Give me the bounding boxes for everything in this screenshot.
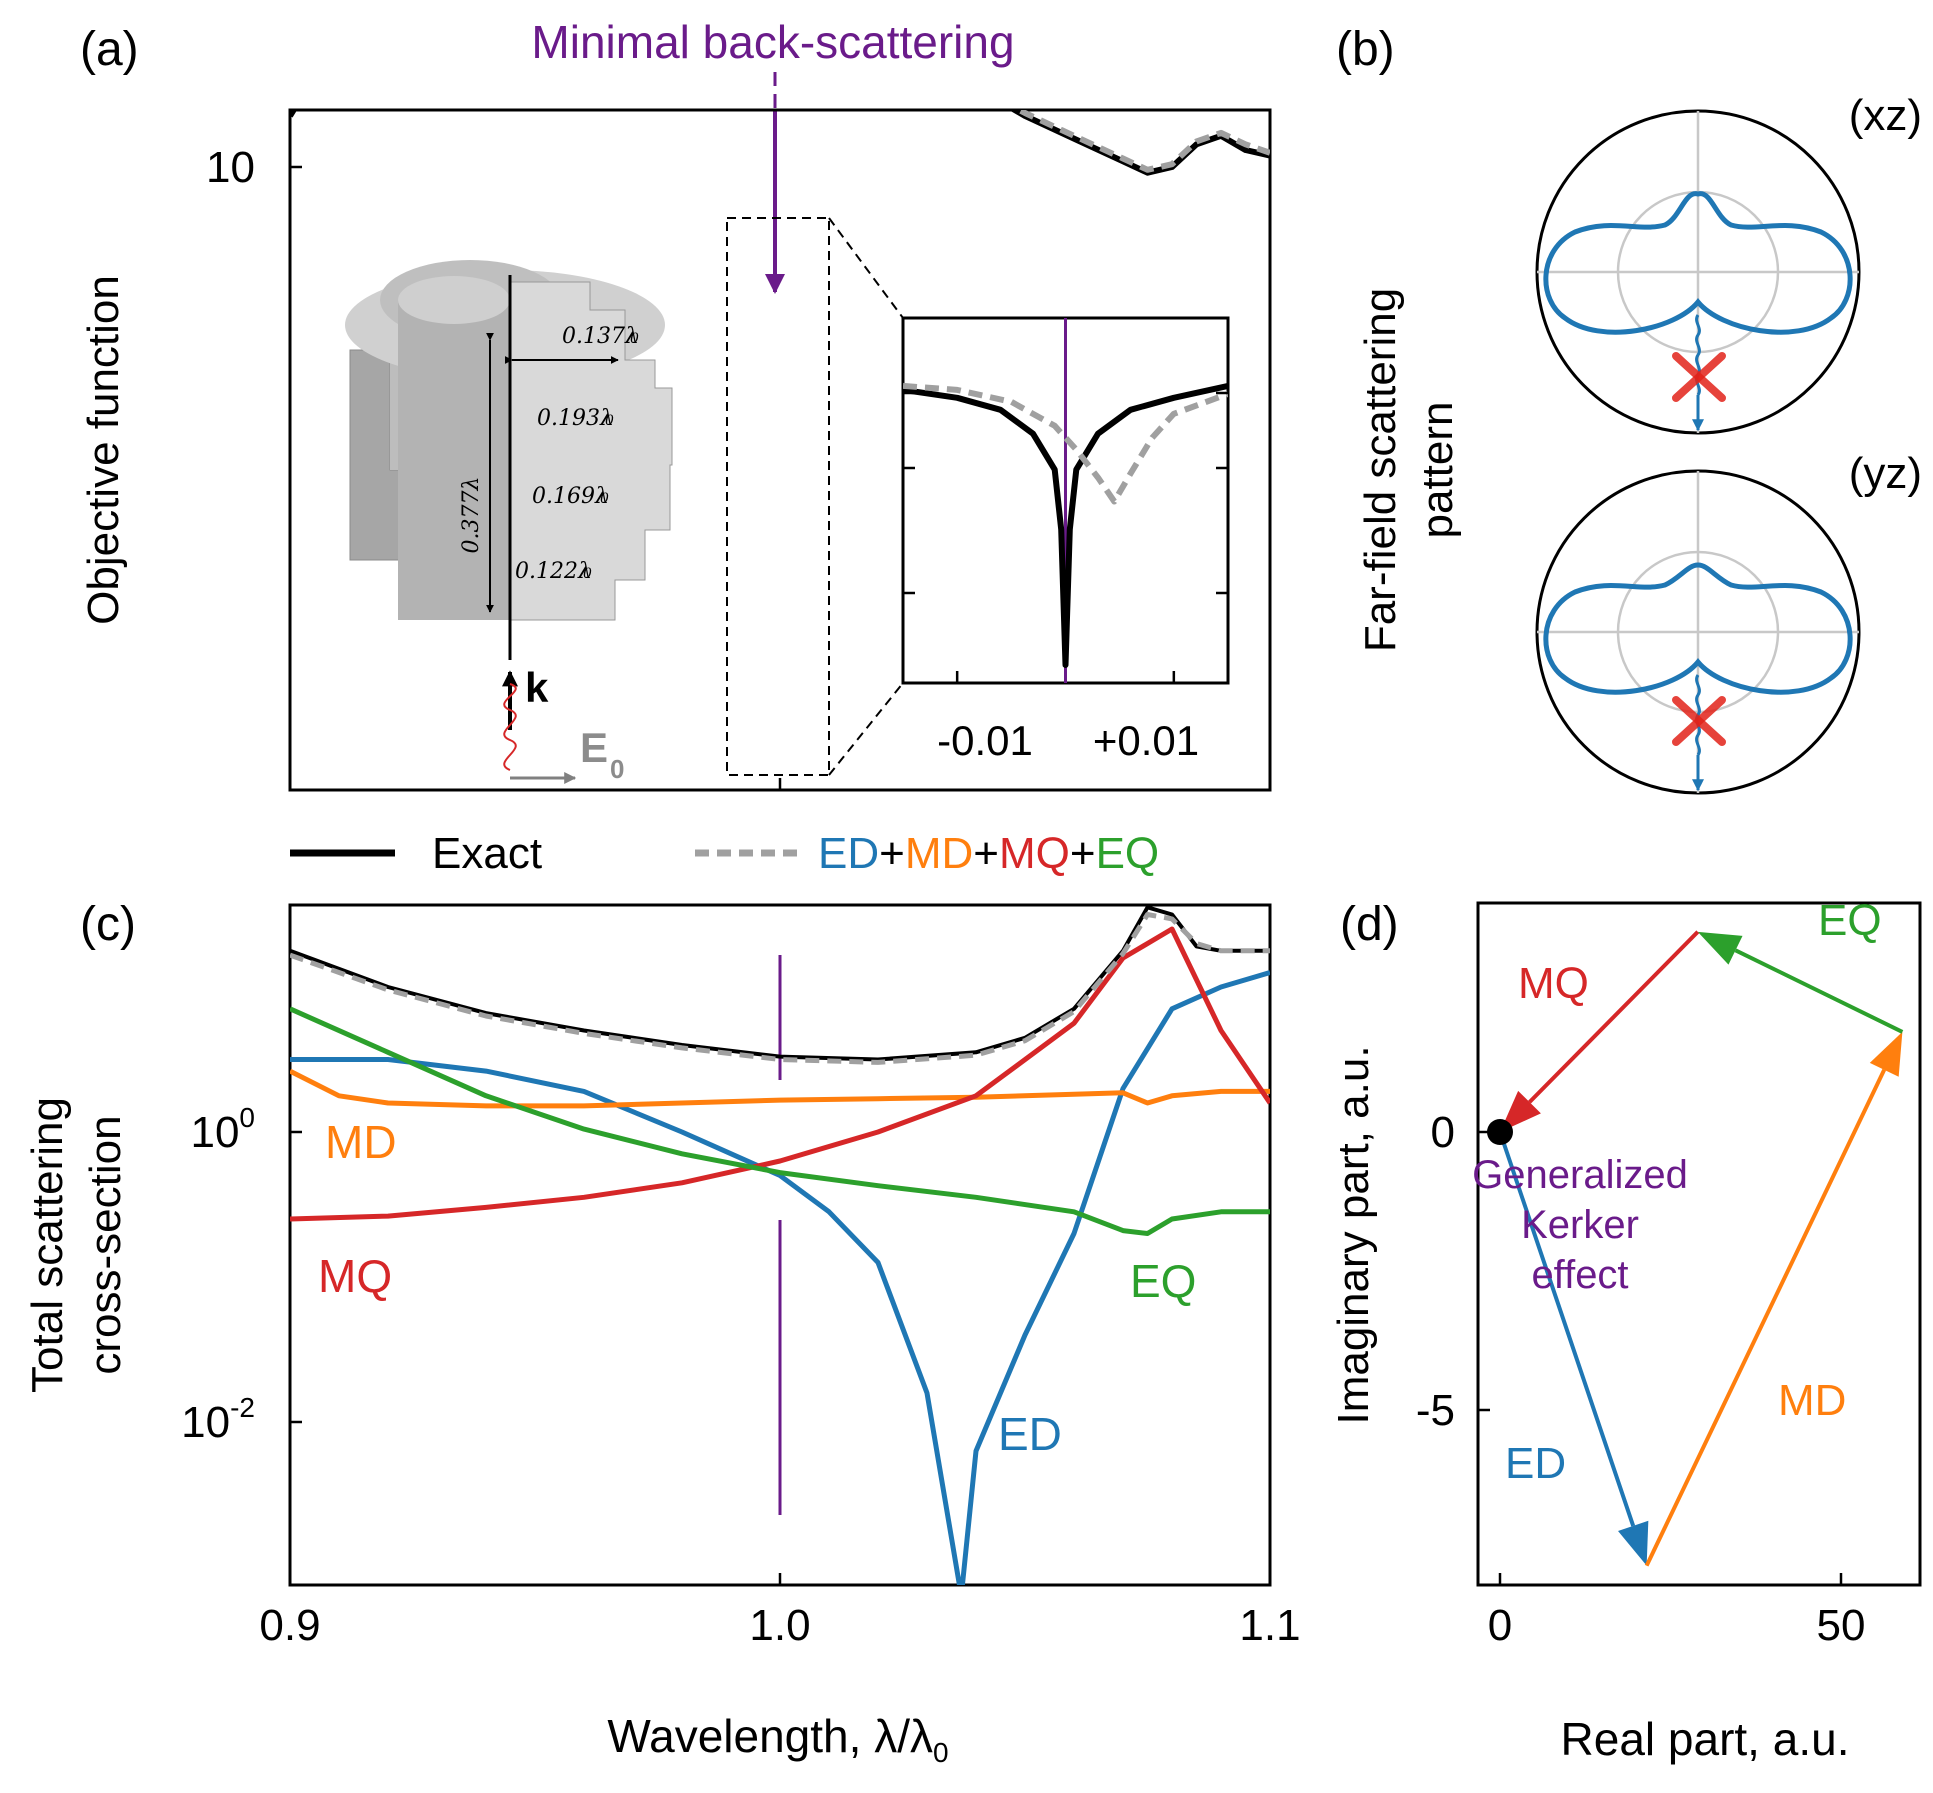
series-c-ed-md-mq-eq <box>290 912 1270 1065</box>
dim-label-2-sub: 0 <box>600 491 609 507</box>
panel-c-ylabel-line2: cross-section <box>81 1115 130 1374</box>
zoom-connector-top <box>828 217 904 319</box>
curve-label-ed: ED <box>998 1408 1062 1460</box>
kerker-label-line2: Kerker <box>1521 1203 1639 1247</box>
curve-label-mq: MQ <box>318 1250 392 1302</box>
vector-ed <box>1498 1131 1636 1527</box>
a-ytick-label: 10 <box>206 143 255 192</box>
dim-label-0: 0.137λ <box>562 324 639 349</box>
shared-xlabel: Wavelength, λ/λ0 <box>607 1710 948 1768</box>
panel-label-c: (c) <box>80 898 136 951</box>
inset-xtick-minus: -0.01 <box>937 717 1033 764</box>
panel-d-series <box>1487 930 1904 1567</box>
legend-sum-label: ED+MD+MQ+EQ <box>818 829 1159 878</box>
zoom-connector-bottom <box>828 682 904 776</box>
series-a-exact <box>290 110 1270 176</box>
nanoparticle-illustration <box>345 260 673 784</box>
d-xtick-label: 0 <box>1488 1601 1512 1650</box>
vector-label-mq: MQ <box>1518 959 1589 1008</box>
panel-b-ylabel-line2: pattern <box>1413 402 1462 539</box>
vector-mq <box>1528 930 1700 1104</box>
legend-plus-1: + <box>879 829 905 878</box>
panel-d-ylabel: Imaginary part, a.u. <box>1329 1045 1378 1424</box>
curve-label-md: MD <box>325 1116 397 1168</box>
dim-label-2: 0.169λ <box>532 484 609 509</box>
curve-label-eq: EQ <box>1130 1255 1196 1307</box>
kerker-label-line3: effect <box>1531 1253 1628 1297</box>
shared-xlabel-text: Wavelength, λ/λ <box>607 1710 933 1762</box>
zoom-box <box>726 217 830 776</box>
annotation-minimal-back-scattering: Minimal back-scattering <box>531 16 1014 68</box>
d-xtick-label: 50 <box>1817 1601 1866 1650</box>
legend-plus-3: + <box>1070 829 1096 878</box>
d-ytick-label: 0 <box>1431 1108 1455 1157</box>
dim-label-3: 0.122λ <box>515 559 592 584</box>
vector-eq <box>1734 948 1904 1034</box>
inset-xtick-plus: +0.01 <box>1093 717 1199 764</box>
panel-d-xlabel: Real part, a.u. <box>1561 1713 1850 1765</box>
legend-eq: EQ <box>1096 829 1160 878</box>
vector-md <box>1644 1068 1887 1567</box>
dim-label-1: 0.193λ <box>537 406 614 431</box>
inset-series-sum <box>903 382 1228 505</box>
panel-b-label-xz: (xz) <box>1849 91 1922 140</box>
panel-d-axes: 0 50 0 -5 <box>1416 1108 1866 1650</box>
c-xtick-label: 0.9 <box>259 1601 320 1650</box>
panel-b-label-yz: (yz) <box>1849 449 1922 498</box>
panel-c-series <box>290 905 1270 1585</box>
vector-head-eq <box>1697 931 1743 965</box>
dim-label-height: 0.377λ <box>459 477 484 554</box>
e0-label: E <box>580 724 608 771</box>
polar-plot-xz <box>1535 109 1861 435</box>
k-label: k <box>525 664 549 711</box>
series-c-ed <box>290 970 1270 1585</box>
panel-label-b: (b) <box>1336 23 1395 76</box>
series-c-md <box>290 1068 1270 1109</box>
panel-a-ylabel: Objective function <box>79 275 128 625</box>
vector-label-eq: EQ <box>1818 896 1882 945</box>
dim-label-3-sub: 0 <box>583 566 592 582</box>
c-xtick-label: 1.1 <box>1239 1601 1300 1650</box>
polar-plot-yz <box>1535 469 1861 795</box>
vector-head-mq <box>1500 1090 1541 1132</box>
legend-ed: ED <box>818 829 879 878</box>
series-c-mq <box>290 926 1270 1222</box>
legend-md: MD <box>905 829 973 878</box>
panel-a-series <box>290 110 1270 176</box>
inset-axes <box>903 391 1228 683</box>
inset-series-exact <box>903 382 1228 668</box>
d-ytick-label: -5 <box>1416 1386 1455 1435</box>
dim-label-0-sub: 0 <box>630 331 639 347</box>
e0-label-sub: 0 <box>610 754 624 784</box>
c-xtick-label: 1.0 <box>749 1601 810 1650</box>
dim-label-1-sub: 0 <box>605 413 614 429</box>
panel-a-axes: 1010-310-7 <box>206 143 1272 790</box>
panel-d-frame <box>1476 901 1922 1587</box>
inset-series <box>903 318 1228 683</box>
panel-label-a: (a) <box>80 23 139 76</box>
c-ytick-label: 100 <box>190 1102 255 1157</box>
panel-label-d: (d) <box>1340 898 1399 951</box>
series-c-eq <box>290 1006 1270 1236</box>
series-a-sum <box>1012 110 1270 173</box>
vector-label-ed: ED <box>1505 1439 1566 1488</box>
legend-mq: MQ <box>999 829 1070 878</box>
kerker-label-line1: Generalized <box>1472 1153 1688 1197</box>
panel-b-ylabel-line1: Far-field scattering <box>1356 288 1405 652</box>
vector-head-ed <box>1618 1520 1649 1566</box>
vector-head-md <box>1869 1031 1903 1077</box>
legend-exact-label: Exact <box>432 829 542 878</box>
panel-c-axes: 100 10-2 0.9 1.0 1.1 <box>181 1102 1300 1650</box>
origin-dot <box>1487 1119 1513 1145</box>
vector-label-md: MD <box>1778 1376 1846 1425</box>
shared-xlabel-sub: 0 <box>933 1737 949 1768</box>
panel-c-ylabel-line1: Total scattering <box>23 1097 72 1393</box>
legend-plus-2: + <box>973 829 999 878</box>
c-ytick-label: 10-2 <box>181 1392 255 1447</box>
